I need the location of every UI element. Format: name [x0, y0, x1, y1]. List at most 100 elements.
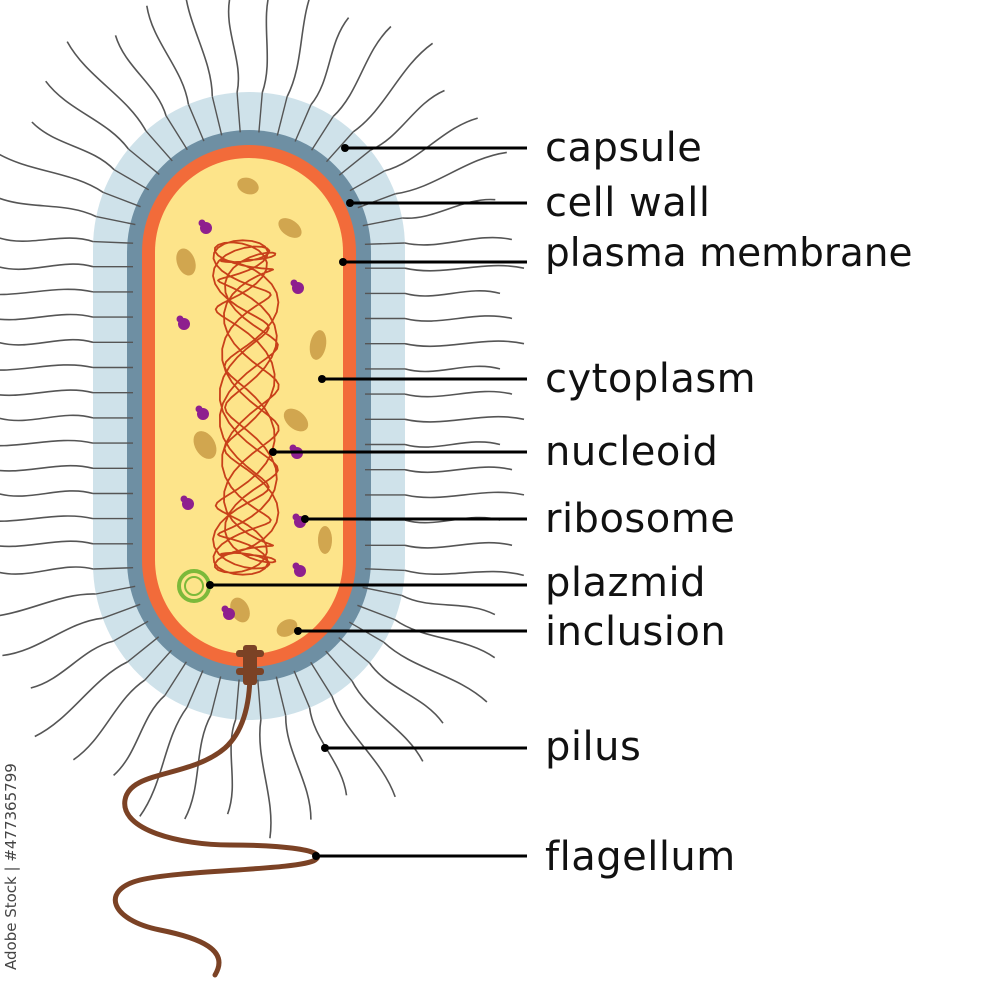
pilus-base: [311, 116, 334, 151]
pilus-base: [93, 240, 134, 244]
ribosome-particle: [292, 562, 306, 577]
pilus-base: [93, 567, 134, 570]
pilus-strand: [0, 414, 94, 422]
label-cytoplasm: cytoplasm: [545, 356, 757, 402]
pilus-strand: [226, 719, 237, 815]
pilus-strand: [404, 569, 525, 577]
pilus-strand: [0, 439, 94, 447]
label-flagellum: flagellum: [545, 834, 736, 880]
ribosome-small-subunit: [180, 495, 188, 503]
pilus-strand: [0, 389, 94, 397]
ribosomes-group: [176, 219, 306, 620]
pilus-strand: [310, 17, 350, 106]
pilus-base: [364, 568, 405, 572]
flagellum-ring-bottom: [236, 668, 264, 675]
pili-inner-group: [93, 92, 405, 720]
pilus-strand: [0, 566, 94, 575]
pilus-strand: [404, 441, 501, 448]
inclusion-granule: [176, 248, 196, 276]
pilus-base: [235, 679, 240, 720]
leader-inclusion-dot: [294, 627, 302, 635]
pilus-strand: [30, 640, 114, 689]
inclusion-granule: [309, 330, 327, 360]
ribosome-small-subunit: [176, 315, 184, 323]
pilus-strand: [259, 719, 272, 839]
pilus-strand: [351, 680, 424, 762]
pilus-base: [236, 92, 241, 133]
cytoplasm-area: [155, 158, 343, 654]
pilus-strand: [0, 515, 94, 522]
leader-plazmid-dot: [206, 581, 214, 589]
leader-cytoplasm-dot: [318, 375, 326, 383]
pilus-base: [357, 193, 396, 209]
pilus-base: [362, 586, 402, 597]
pilus-strand: [0, 237, 94, 243]
leader-capsule-dot: [341, 144, 349, 152]
ribosome-particle: [290, 279, 304, 294]
pilus-strand: [404, 290, 501, 297]
pilus-strand: [284, 715, 312, 820]
pilus-strand: [0, 540, 94, 548]
pilus-base: [95, 585, 136, 595]
pilus-strand: [404, 365, 501, 373]
pilus-strand: [404, 390, 513, 398]
pilus-strand: [404, 340, 525, 348]
pilus-strand: [0, 338, 94, 346]
leader-cell-wall-dot: [346, 199, 354, 207]
inclusion-granule: [283, 408, 309, 432]
pilus-base: [357, 604, 396, 621]
pilus-base: [165, 115, 188, 151]
pilus-strand: [404, 236, 513, 246]
pilus-strand: [66, 41, 147, 132]
ribosome-small-subunit: [292, 513, 300, 521]
flagellum-filament: [112, 669, 321, 978]
pilus-strand: [404, 541, 513, 549]
pilus-base: [275, 676, 287, 716]
pilus-strand: [0, 313, 94, 321]
pilus-strand: [227, 0, 240, 93]
pilus-base: [338, 637, 371, 664]
pilus-strand: [370, 89, 445, 151]
label-plazmid: plazmid: [545, 560, 706, 606]
inclusion-granule: [237, 177, 259, 195]
pilus-strand: [0, 490, 94, 497]
pilus-strand: [404, 415, 525, 423]
pilus-base: [210, 676, 222, 716]
pilus-strand: [0, 153, 104, 194]
ribosome-particle: [195, 405, 209, 420]
pilus-base: [164, 661, 187, 696]
ribosome-particle: [221, 605, 235, 620]
pilus-strand: [332, 25, 392, 118]
inclusion-granule: [193, 431, 217, 459]
label-inclusion: inclusion: [545, 609, 727, 655]
pilus-strand: [308, 707, 348, 796]
pilus-strand: [31, 121, 115, 171]
label-capsule: capsule: [545, 125, 703, 171]
leader-plasma-membrane-dot: [339, 258, 347, 266]
ribosome-small-subunit: [289, 444, 297, 452]
pilus-strand: [0, 288, 94, 296]
pilus-base: [325, 131, 354, 163]
pilus-strand: [0, 593, 96, 617]
pilus-base: [349, 170, 385, 192]
pilus-base: [362, 217, 403, 227]
pilus-strand: [0, 263, 94, 271]
pilus-strand: [0, 197, 97, 218]
inclusion-granule: [278, 218, 302, 238]
ribosome-small-subunit: [198, 219, 206, 227]
ribosome-particle: [198, 219, 212, 234]
pilus-base: [257, 679, 262, 720]
pilus-base: [127, 636, 160, 663]
nucleoid-strand: [212, 239, 280, 576]
pilus-strand: [394, 618, 496, 659]
pilus-strand: [404, 315, 513, 322]
pilus-strand: [0, 464, 94, 472]
label-ribosome: ribosome: [545, 496, 736, 542]
pilus-base: [145, 130, 173, 162]
nucleoid-dna: [212, 239, 280, 576]
pilus-strand: [261, 0, 269, 93]
pilus-strand: [404, 264, 525, 272]
pilus-base: [364, 242, 405, 245]
pilus-strand: [34, 661, 128, 738]
